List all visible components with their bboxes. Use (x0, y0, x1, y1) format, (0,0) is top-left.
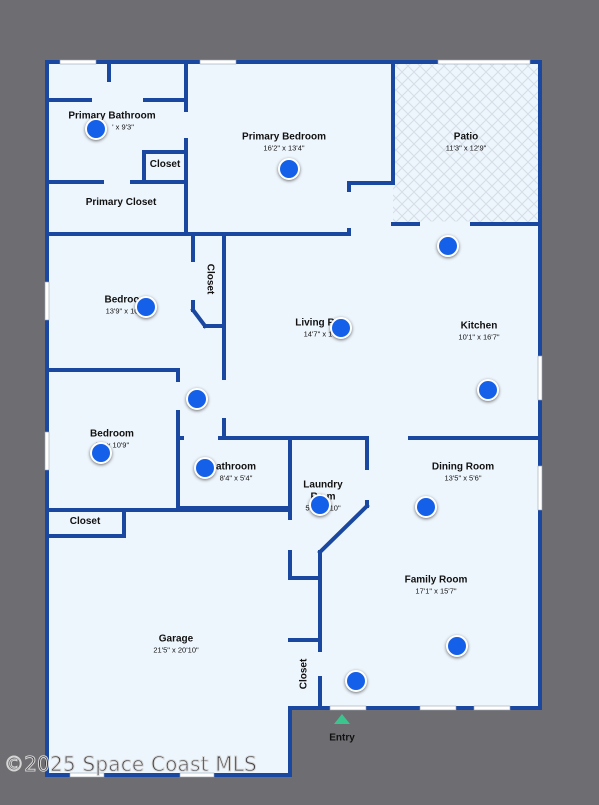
room-closet-bedroom-2: Closet (70, 516, 101, 528)
room-bedroom-1: Bedroo 13'9" x 10 (105, 295, 140, 316)
room-garage: Garage 21'5" x 20'10" (153, 634, 198, 655)
room-name: Living Ro (295, 317, 341, 329)
room-dimensions: ' x 9'3" (112, 122, 134, 132)
room-patio: Patio 11'3" x 12'9" (446, 132, 487, 153)
photo-marker[interactable] (437, 235, 459, 257)
room-dimensions: 13'9" x 10 (105, 306, 139, 316)
photo-marker[interactable] (90, 442, 112, 464)
room-name: athroom (216, 461, 256, 473)
room-primary-bedroom: Primary Bedroom 16'2" x 13'4" (242, 132, 326, 153)
room-name: Garage (158, 633, 194, 645)
photo-marker[interactable] (415, 496, 437, 518)
room-bathroom: athroom 8'4" x 5'4" (216, 462, 256, 483)
room-dimensions: 8'4" x 5'4" (219, 473, 253, 483)
room-name: Closet (149, 159, 181, 170)
door-openings (104, 112, 470, 676)
room-family: Family Room 17'1" x 15'7" (405, 575, 468, 596)
room-dimensions: 16'2" x 13'4" (263, 143, 305, 153)
photo-marker[interactable] (345, 670, 367, 692)
entry-label: Entry (329, 732, 355, 744)
windows (44, 59, 543, 778)
patio-floor (393, 62, 540, 222)
floor-area (47, 62, 540, 775)
room-name: Kitchen (460, 320, 498, 332)
entry-arrow (334, 714, 350, 724)
photo-marker[interactable] (135, 296, 157, 318)
room-name: Family Room (404, 574, 468, 586)
room-dimensions: 14'7" x 1 (303, 329, 333, 339)
room-closet-garage: Closet (298, 658, 310, 690)
room-closet-primary-bath: Closet (150, 159, 181, 171)
room-closet-hall: Closet (204, 263, 216, 295)
room-name: Laundry (303, 479, 343, 491)
photo-marker[interactable] (278, 158, 300, 180)
photo-marker[interactable] (186, 388, 208, 410)
room-dimensions: 11'3" x 12'9" (445, 143, 487, 153)
room-name: Dining Room (431, 461, 495, 473)
room-dining: Dining Room 13'5" x 5'6" (432, 462, 494, 483)
walls (45, 60, 542, 777)
photo-marker[interactable] (446, 635, 468, 657)
room-primary-closet: Primary Closet (86, 197, 157, 209)
room-dimensions: 10' x 10'9" (94, 440, 130, 450)
room-name: Closet (69, 516, 101, 527)
photo-marker[interactable] (477, 379, 499, 401)
room-name: Primary Closet (85, 197, 157, 208)
room-name: Bedroom (90, 428, 134, 440)
room-dimensions: 17'1" x 15'7" (415, 586, 457, 596)
photo-marker[interactable] (85, 118, 107, 140)
room-name: Bedroo (104, 294, 140, 306)
room-name: Primary Bathroom (68, 110, 156, 122)
photo-marker[interactable] (309, 494, 331, 516)
room-living-room: Living Ro 14'7" x 1 (295, 318, 341, 339)
room-name: Primary Bedroom (242, 131, 326, 143)
watermark: ©2025 Space Coast MLS (4, 752, 258, 777)
photo-marker[interactable] (330, 317, 352, 339)
room-primary-bathroom: Primary Bathroom ' x 9'3" (68, 111, 155, 132)
room-dimensions: 13'5" x 5'6" (444, 473, 482, 483)
photo-marker[interactable] (194, 457, 216, 479)
room-dimensions: 21'5" x 20'10" (153, 645, 199, 655)
room-name: Patio (453, 131, 479, 143)
room-bedroom-2: Bedroom 10' x 10'9" (90, 429, 134, 450)
room-dimensions: 10'1" x 16'7" (458, 332, 500, 342)
room-kitchen: Kitchen 10'1" x 16'7" (458, 321, 499, 342)
